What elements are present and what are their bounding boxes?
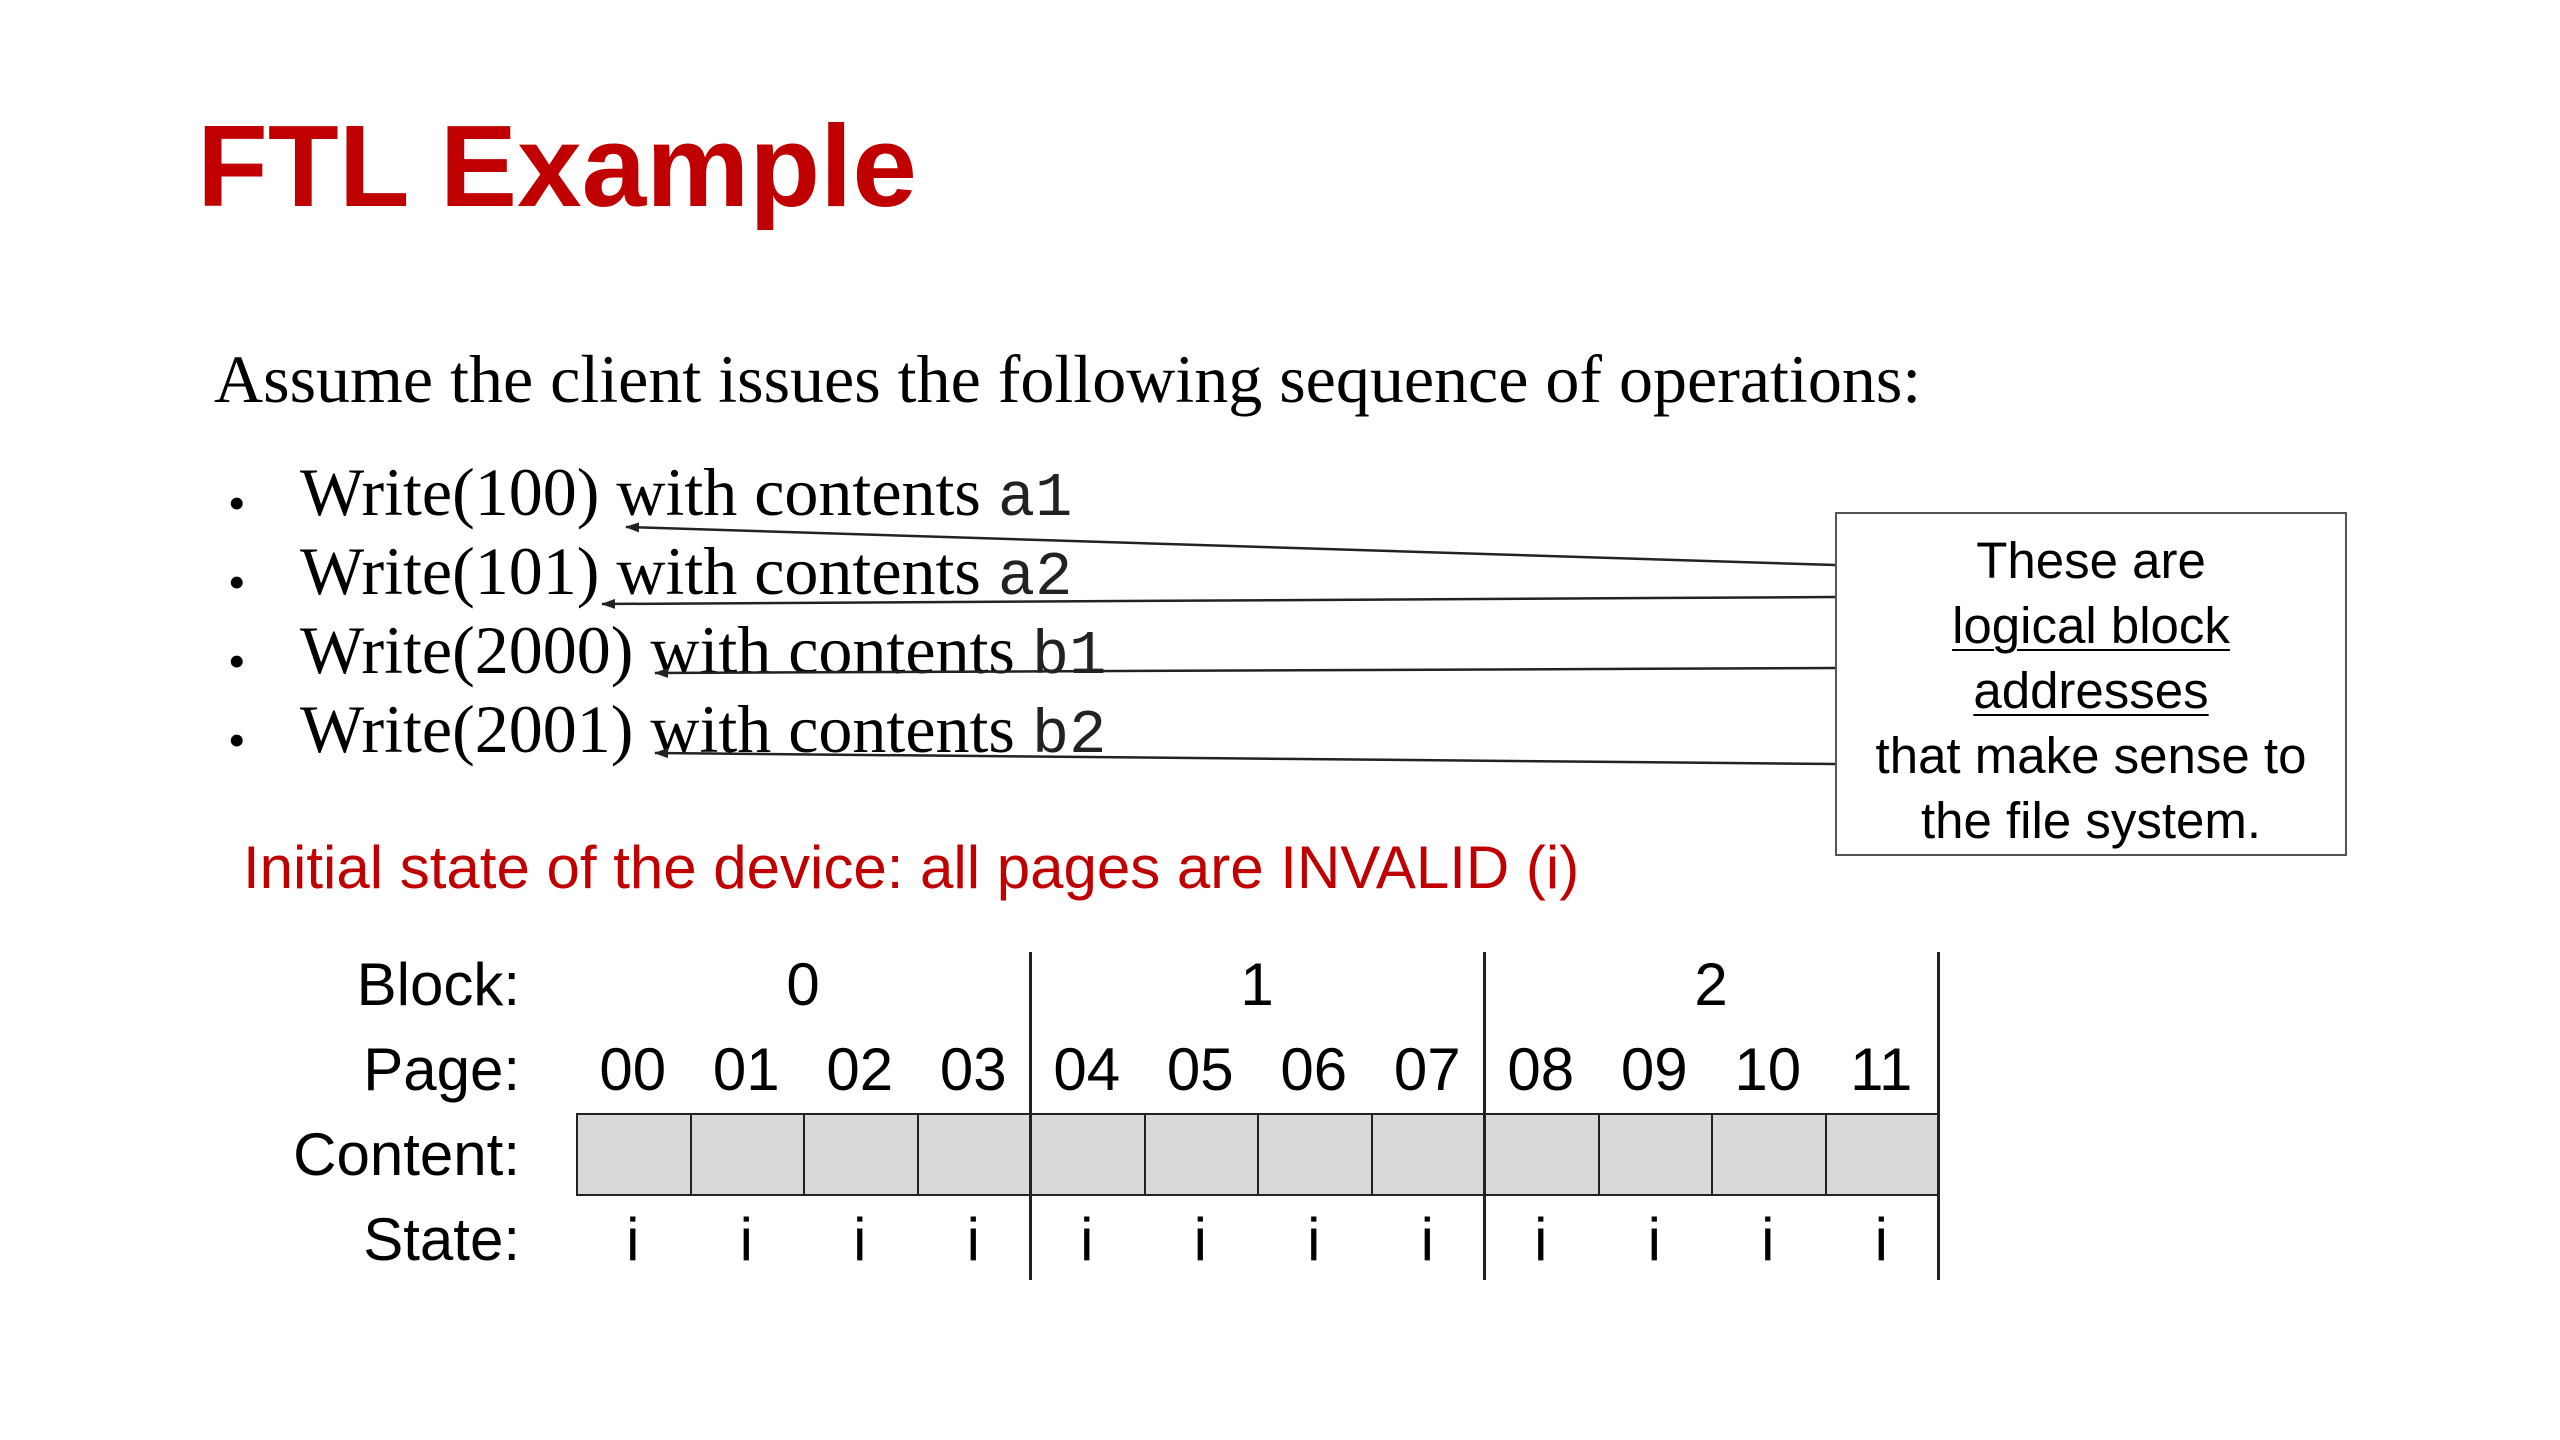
page-number: 10 — [1734, 1036, 1802, 1103]
operation-item: Write(2001) with contents b2 — [300, 695, 1106, 767]
page-state: i — [1647, 1206, 1661, 1273]
operation-contents: a2 — [997, 542, 1073, 613]
content-row-label: Content: — [293, 1121, 520, 1188]
arrow-to-write-2001 — [654, 748, 1836, 766]
operation-call: Write(2000) — [300, 612, 634, 688]
page-state: i — [853, 1206, 867, 1273]
arrow-to-write-2000 — [654, 666, 1836, 678]
content-cell — [1257, 1113, 1373, 1196]
page-state: i — [626, 1206, 640, 1273]
page-number: 00 — [599, 1036, 667, 1103]
page-row-label: Page: — [363, 1036, 520, 1103]
operation-call: Write(101) — [300, 533, 600, 609]
page-number: 11 — [1850, 1036, 1913, 1103]
content-cell — [916, 1113, 1032, 1196]
bullet: • — [228, 712, 246, 768]
page-number: 06 — [1280, 1036, 1348, 1103]
operation-contents: a1 — [997, 463, 1073, 534]
content-cell — [1824, 1113, 1940, 1196]
page-number: 08 — [1507, 1036, 1575, 1103]
page-state: i — [1307, 1206, 1321, 1273]
block-row-label: Block: — [356, 951, 520, 1018]
bullet: • — [228, 475, 246, 531]
slide-title: FTL Example — [197, 101, 917, 231]
page-state: i — [739, 1206, 753, 1273]
content-cell — [1711, 1113, 1827, 1196]
page-state: i — [1761, 1206, 1775, 1273]
operation-with: with contents — [633, 691, 1032, 767]
operation-call: Write(2001) — [300, 691, 634, 767]
page-state: i — [1420, 1206, 1434, 1273]
bullet: • — [228, 554, 246, 610]
logical-address-callout: These are logical block addresses that m… — [1835, 512, 2347, 856]
page-state: i — [1080, 1206, 1094, 1273]
initial-state-text: Initial state of the device: all pages a… — [243, 834, 1580, 901]
block-number: 0 — [786, 951, 820, 1018]
content-cell — [1484, 1113, 1600, 1196]
block-divider — [1483, 952, 1486, 1280]
operation-with: with contents — [599, 454, 998, 530]
page-state: i — [1534, 1206, 1548, 1273]
page-number: 07 — [1393, 1036, 1461, 1103]
callout-line: These are — [1976, 532, 2206, 589]
arrow-to-write-100 — [625, 522, 1836, 567]
page-number: 09 — [1620, 1036, 1688, 1103]
content-cell — [576, 1113, 692, 1196]
page-number: 03 — [939, 1036, 1007, 1103]
content-cell — [1143, 1113, 1259, 1196]
arrow-to-write-101 — [601, 595, 1836, 609]
page-number: 04 — [1053, 1036, 1121, 1103]
block-number: 1 — [1240, 951, 1274, 1018]
page-number: 01 — [712, 1036, 780, 1103]
intro-text: Assume the client issues the following s… — [214, 341, 1922, 417]
block-divider — [1937, 952, 1940, 1280]
page-state: i — [1193, 1206, 1207, 1273]
content-cell — [1370, 1113, 1486, 1196]
state-row-label: State: — [363, 1206, 520, 1273]
page-number: 02 — [826, 1036, 894, 1103]
page-number: 05 — [1166, 1036, 1234, 1103]
operation-call: Write(100) — [300, 454, 600, 530]
content-cell — [803, 1113, 919, 1196]
operation-contents: b1 — [1031, 621, 1107, 692]
content-cell — [1597, 1113, 1713, 1196]
callout-line-underlined: logical block — [1952, 597, 2230, 654]
operation-item: Write(100) with contents a1 — [300, 458, 1072, 530]
content-cell — [689, 1113, 805, 1196]
block-number: 2 — [1694, 951, 1728, 1018]
page-state: i — [966, 1206, 980, 1273]
callout-line-underlined: addresses — [1973, 662, 2209, 719]
bullet: • — [228, 633, 246, 689]
callout-line: that make sense to — [1875, 727, 2307, 784]
operation-item: Write(101) with contents a2 — [300, 537, 1072, 609]
callout-line: the file system. — [1920, 792, 2262, 849]
block-divider — [1029, 952, 1032, 1280]
page-state: i — [1874, 1206, 1888, 1273]
operation-with: with contents — [599, 533, 998, 609]
content-cell — [1030, 1113, 1146, 1196]
